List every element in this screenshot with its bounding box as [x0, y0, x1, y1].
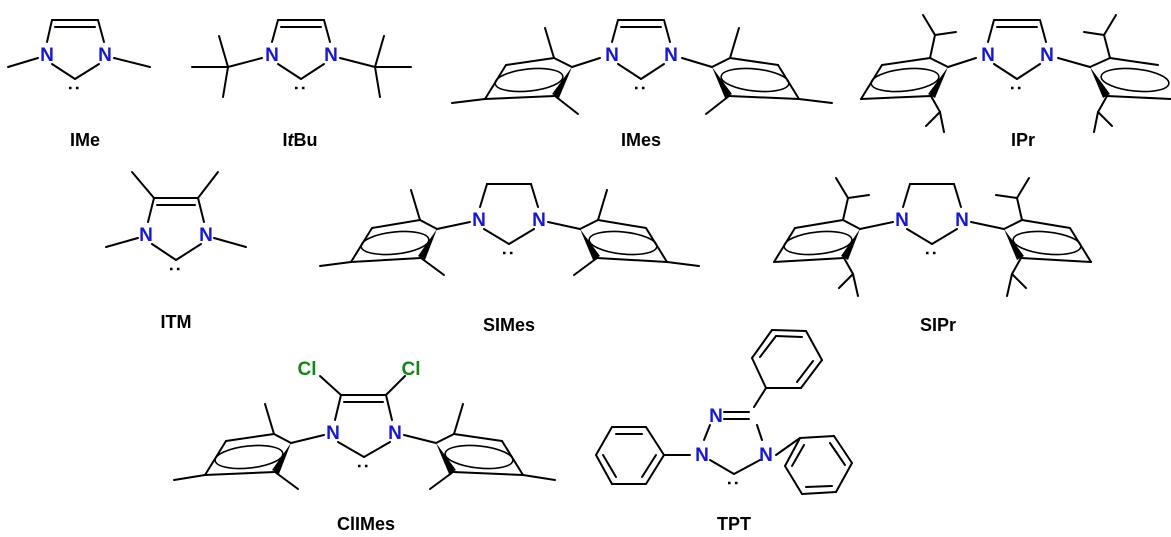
molecule-IMes: N N : IMes	[451, 19, 833, 150]
molecule-ClIMes: Cl Cl N N : ClIMes	[173, 359, 556, 534]
nitrogen-atom: N	[472, 210, 486, 231]
compound-label-IMes: IMes	[621, 130, 661, 150]
nitrogen-atom: N	[98, 45, 112, 66]
nitrogen-atom: N	[324, 45, 338, 66]
molecule-ITM: N N : ITM	[105, 171, 247, 332]
compound-label-TPT: TPT	[717, 514, 751, 534]
nitrogen-atom: N	[1040, 45, 1054, 66]
lone-pair: :	[922, 250, 942, 256]
nitrogen-atom: N	[326, 423, 340, 444]
nitrogen-atom: N	[199, 225, 213, 246]
compound-label-ITM: ITM	[161, 312, 192, 332]
nitrogen-atom: N	[955, 210, 969, 231]
lone-pair: :	[166, 266, 186, 272]
nitrogen-atom: N	[265, 45, 279, 66]
lone-pair: :	[499, 250, 519, 256]
molecule-ItBu: N N : ItBu	[191, 19, 412, 150]
compound-label-SIMes: SIMes	[483, 315, 535, 335]
molecule-TPT: N N N : TPT	[595, 329, 853, 534]
compound-label-ItBu: ItBu	[282, 130, 317, 150]
nitrogen-atom: N	[664, 45, 678, 66]
compound-label-ClIMes: ClIMes	[337, 514, 395, 534]
compound-label-IMe: IMe	[70, 130, 100, 150]
nitrogen-atom: N	[981, 45, 995, 66]
nitrogen-atom: N	[759, 445, 773, 466]
compound-label-IPr: IPr	[1011, 130, 1035, 150]
lone-pair: :	[1007, 85, 1027, 91]
lone-pair: :	[354, 463, 374, 469]
lone-pair: :	[65, 85, 85, 91]
molecule-IMe: N N : IMe	[7, 19, 151, 150]
nitrogen-atom: N	[532, 210, 546, 231]
lone-pair: :	[631, 85, 651, 91]
compound-label-SIPr: SIPr	[920, 315, 956, 335]
nitrogen-atom: N	[895, 210, 909, 231]
chlorine-atom: Cl	[298, 359, 317, 380]
chlorine-atom: Cl	[402, 359, 421, 380]
molecule-SIPr: N N : SIPr	[773, 177, 1092, 335]
nitrogen-atom: N	[139, 225, 153, 246]
molecule-IPr: N N : IPr	[860, 14, 1171, 150]
molecule-SIMes: N N : SIMes	[319, 183, 700, 335]
nitrogen-atom: N	[388, 423, 402, 444]
nitrogen-atom: N	[605, 45, 619, 66]
nitrogen-atom: N	[709, 406, 723, 427]
nitrogen-atom: N	[40, 45, 54, 66]
lone-pair: :	[724, 480, 744, 486]
nitrogen-atom: N	[695, 445, 709, 466]
lone-pair: :	[291, 85, 311, 91]
